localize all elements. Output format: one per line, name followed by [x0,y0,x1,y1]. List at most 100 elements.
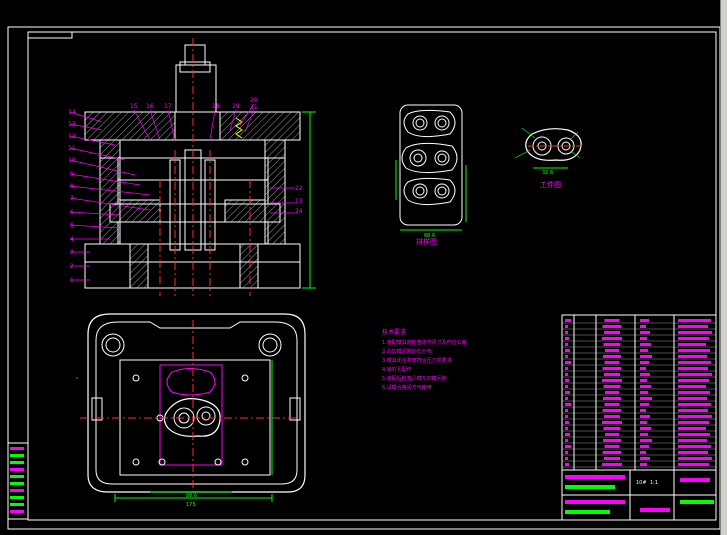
parts-list-entry [640,367,646,370]
dim-die-width: 175 [186,502,196,508]
revision-entry [10,482,24,485]
parts-list-entry [678,361,711,364]
parts-list-entry [565,433,570,436]
parts-list-entry [640,349,648,352]
parts-list-entry [640,451,646,454]
parts-list-entry [605,349,619,352]
part-label: 4 [70,236,74,243]
parts-list-entry [602,325,622,328]
title-block-field [680,478,710,482]
parts-list-entry [678,439,707,442]
parts-list-entry [604,445,620,448]
parts-list-entry [678,319,711,322]
parts-list-entry [678,463,709,466]
parts-list-entry [678,385,706,388]
parts-list-entry [640,385,651,388]
parts-list-entry [640,433,648,436]
parts-list-entry [565,325,568,328]
parts-list-entry [640,361,649,364]
parts-list-entry [640,463,647,466]
part-drawing-title: 工件图 [540,180,561,189]
parts-list-entry [565,355,568,358]
part-label: 16 [146,103,154,110]
part-label: 15 [130,103,138,110]
parts-list-entry [678,391,710,394]
parts-list-entry [602,367,622,370]
title-block-field [565,485,615,489]
title-block-field [565,475,625,479]
parts-list-entry [640,379,647,382]
parts-list-entry [565,337,569,340]
title-block-field [565,500,625,504]
tech-requirement-line: 1.装配模具前检查零件尺寸及形位公差 [382,339,467,346]
parts-list-entry [565,379,569,382]
parts-list-entry [678,403,711,406]
title-block-field [640,508,670,512]
parts-list-entry [678,457,712,460]
parts-list-entry [640,427,651,430]
parts-list-entry [640,457,650,460]
parts-list-entry [565,409,568,412]
part-label: 8 [70,183,74,190]
parts-list-entry [565,319,571,322]
assembly-section-view: 14 13 12 11 10 9 8 7 6 5 4 3 2 1 15 16 1… [68,38,316,296]
parts-list-entry [640,355,652,358]
tech-requirement-line: 4.销钉孔配作 [382,366,412,373]
parts-list-entry [640,415,650,418]
parts-list-entry [604,403,620,406]
parts-list-entry [602,379,622,382]
parts-list-entry [565,439,568,442]
dim-die-inner: 88.6 [186,493,197,499]
parts-list-entry [603,439,621,442]
parts-list-entry [604,331,620,334]
parts-list-entry [565,349,570,352]
revision-entry [10,461,24,464]
parts-list-entry [678,409,708,412]
part-label: 18 [212,103,220,110]
parts-list-entry [640,373,650,376]
parts-list-entry [565,451,568,454]
part-label: 22 [295,185,303,192]
parts-list-entry [678,337,709,340]
part-label: 24 [295,208,303,215]
parts-list-entry [640,409,646,412]
parts-list-entry [602,409,622,412]
parts-list-entry [678,451,708,454]
parts-list-entry [565,331,568,334]
part-label: 10 [68,157,76,164]
parts-list-entry [565,415,568,418]
parts-list-entry [565,397,568,400]
parts-list-entry [678,379,709,382]
parts-list-entry [640,439,652,442]
parts-list-entry [640,397,652,400]
parts-list-entry [603,355,621,358]
parts-list-entry [604,457,620,460]
parts-list-entry [603,343,621,346]
parts-list-entry [678,421,709,424]
dim-part-width: 32.6 [542,170,553,176]
parts-list-entry [640,325,646,328]
part-label: 7 [70,195,74,202]
parts-list-entry [565,367,568,370]
parts-list-entry [603,427,621,430]
strip-layout-title: 排样图 [416,237,437,246]
revision-entry [10,503,24,506]
parts-list-entry [678,397,707,400]
parts-list-entry [565,457,568,460]
parts-list-entry [640,319,649,322]
parts-list-entry [565,361,571,364]
window-scrollbar[interactable] [720,0,727,535]
tech-requirement-line: 3.模具闭合高度符合压力机要求 [382,357,452,364]
parts-list-entry [565,403,571,406]
parts-list-entry [565,445,571,448]
tech-requirement-line: 2.凸凹模间隙均匀分布 [382,348,432,355]
part-label: 21 [250,104,258,111]
part-label: 17 [164,103,172,110]
parts-list-entry [678,331,712,334]
revision-entry [10,496,24,499]
parts-list-entry [640,343,651,346]
parts-list-entry [678,427,706,430]
parts-list-entry [678,445,711,448]
